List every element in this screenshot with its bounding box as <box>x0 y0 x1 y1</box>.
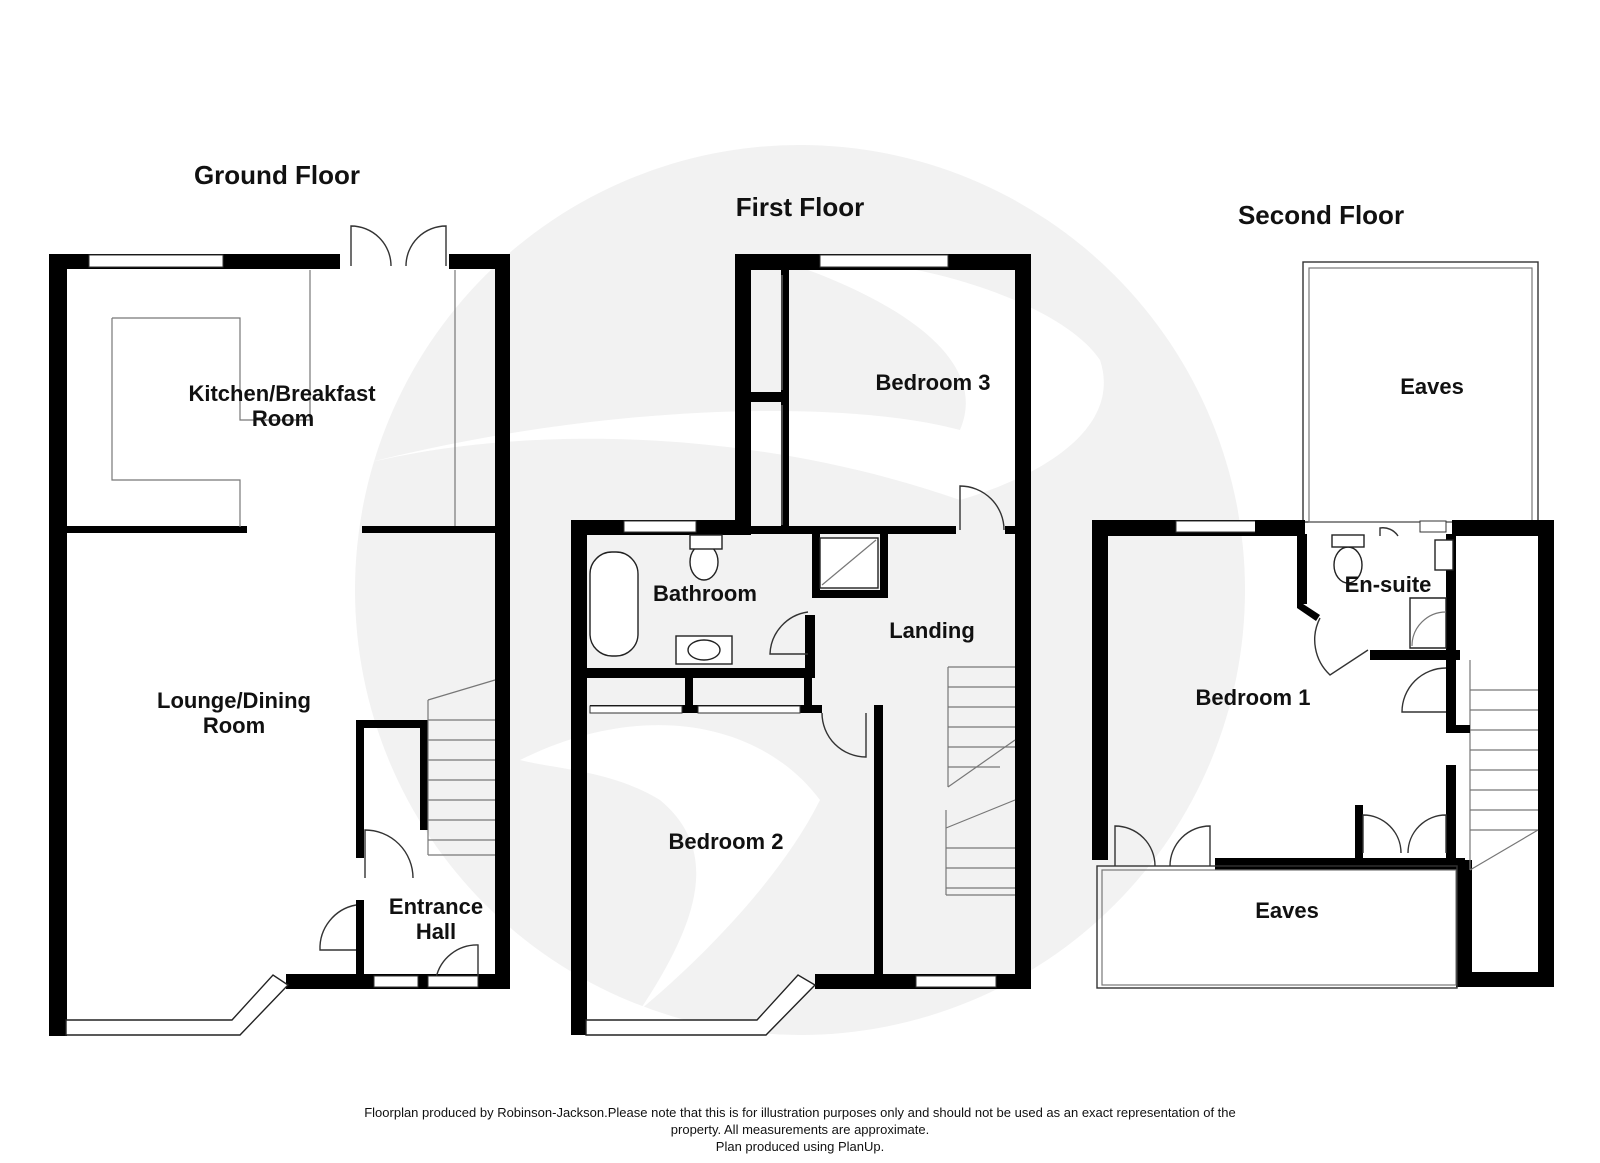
room-label-en-suite: En-suite <box>1345 572 1432 597</box>
footer-disclaimer-line3: Plan produced using PlanUp. <box>716 1139 884 1154</box>
first-floor-plan <box>571 254 1031 1036</box>
room-label-bedroom-1: Bedroom 1 <box>1196 685 1311 710</box>
room-label-kitchen-line2: Room <box>252 406 314 431</box>
second-floor-title: Second Floor <box>1238 200 1404 230</box>
ground-floor-title: Ground Floor <box>194 160 360 190</box>
room-label-hall-line1: Entrance <box>389 894 483 919</box>
room-label-bedroom-2: Bedroom 2 <box>669 829 784 854</box>
room-label-landing: Landing <box>889 618 975 643</box>
first-floor-title: First Floor <box>736 192 865 222</box>
room-label-bedroom-3: Bedroom 3 <box>876 370 991 395</box>
footer-disclaimer-line2: property. All measurements are approxima… <box>671 1122 929 1137</box>
room-label-lounge-line1: Lounge/Dining <box>157 688 311 713</box>
second-floor-plan <box>1092 261 1554 989</box>
footer-disclaimer-line1: Floorplan produced by Robinson-Jackson.P… <box>364 1105 1236 1120</box>
room-label-kitchen-line1: Kitchen/Breakfast <box>188 381 376 406</box>
room-label-hall-line2: Hall <box>416 919 456 944</box>
room-label-lounge-line2: Room <box>203 713 265 738</box>
room-label-eaves-top: Eaves <box>1400 374 1464 399</box>
room-label-bathroom: Bathroom <box>653 581 757 606</box>
room-label-eaves-bottom: Eaves <box>1255 898 1319 923</box>
ground-floor-plan <box>49 225 510 1036</box>
